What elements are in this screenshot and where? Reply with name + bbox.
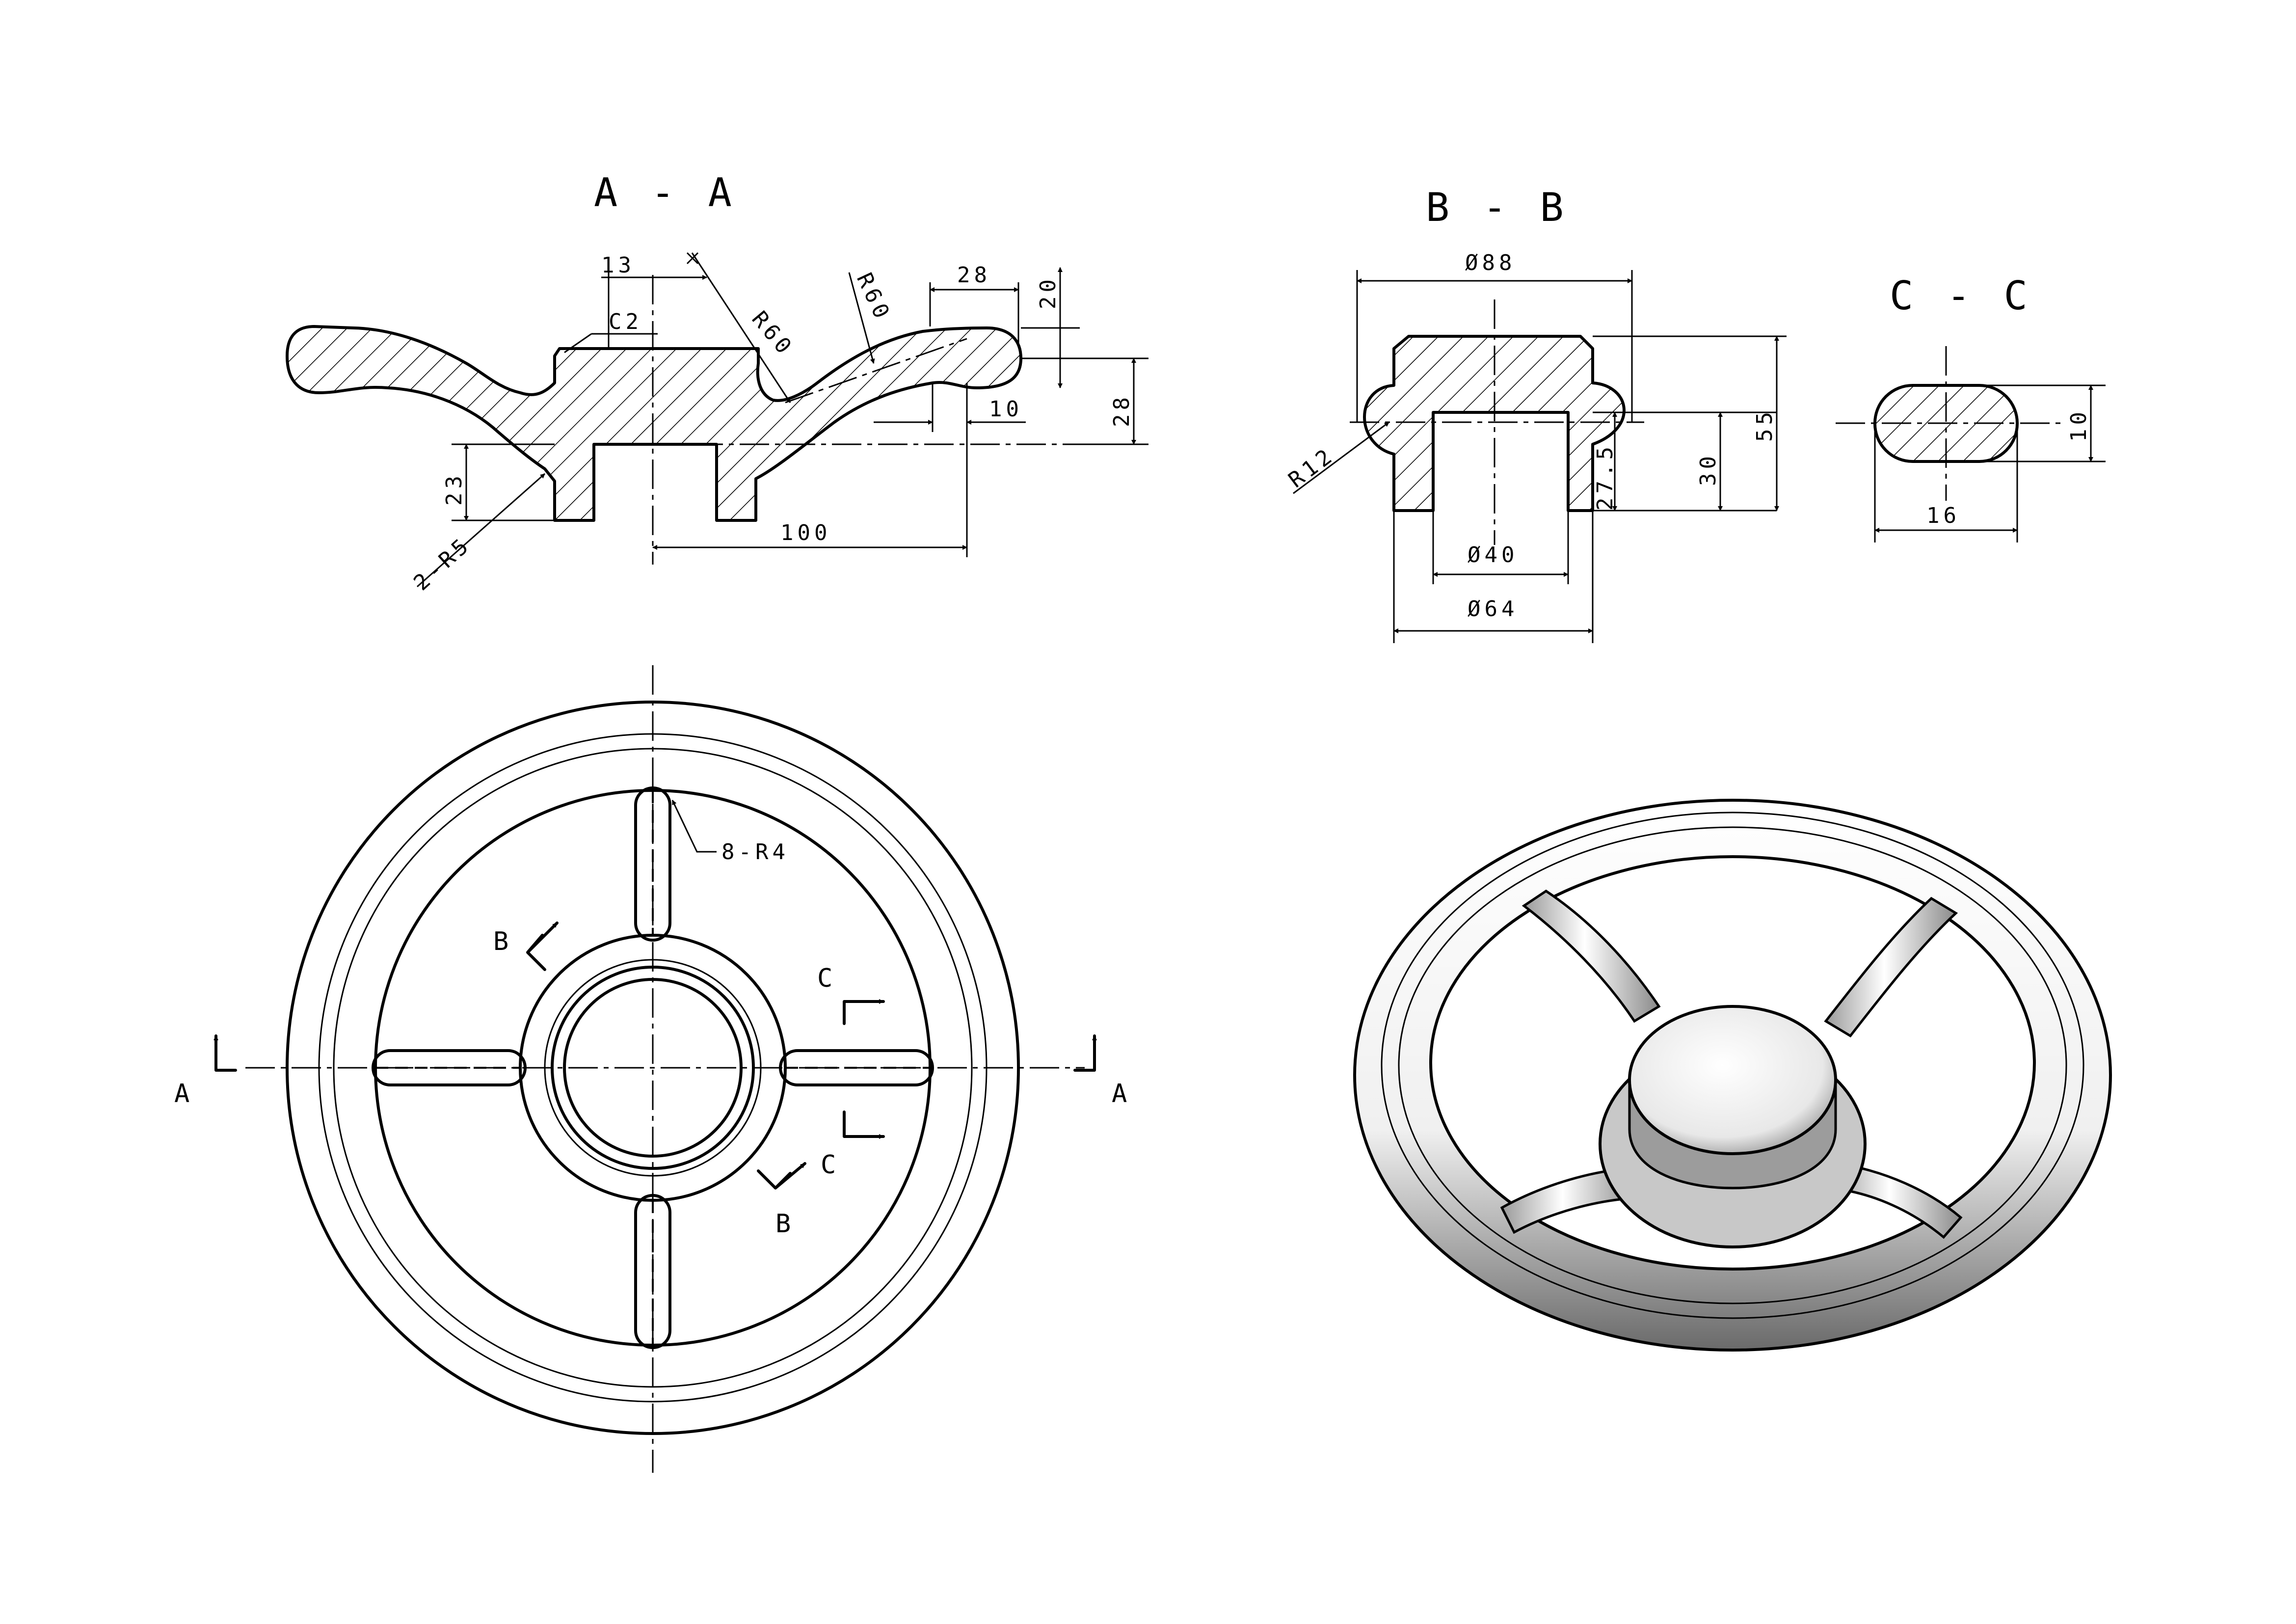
bb-dim-27-5: 27.5 xyxy=(1593,443,1618,511)
section-marker-b-top: B xyxy=(493,923,557,971)
iso-spokes xyxy=(1500,889,1963,1239)
iso-rim-line-1 xyxy=(1381,812,2084,1319)
iso-hub-top xyxy=(1628,1005,1837,1155)
section-view-cc: C - C 10 16 xyxy=(1836,273,2106,542)
section-cc-title: C - C xyxy=(1890,273,2032,319)
bb-section-profile xyxy=(1363,335,1626,512)
aa-dim-13: 13 xyxy=(601,253,635,278)
aa-dim-20: 20 xyxy=(1036,275,1061,309)
aa-dim-23: 23 xyxy=(442,472,467,506)
aa-dim-c2: C2 xyxy=(609,309,642,334)
aa-dim-28-h: 28 xyxy=(957,263,991,288)
svg-text:B: B xyxy=(493,927,508,956)
bb-dim-d88: Ø88 xyxy=(1465,250,1516,275)
aa-dim-2r5: 2-R5 xyxy=(409,532,476,595)
aa-rim-centerline xyxy=(785,338,967,404)
iso-spoke-front-right xyxy=(1829,1162,1963,1239)
aa-dim-100: 100 xyxy=(780,520,831,545)
section-marker-c-bottom: C xyxy=(821,1110,885,1180)
svg-text:B: B xyxy=(775,1209,791,1239)
iso-rim-line-2 xyxy=(1398,826,2067,1304)
bb-dim-55: 55 xyxy=(1752,408,1777,442)
bb-dim-30: 30 xyxy=(1696,452,1721,486)
spoke-top xyxy=(634,786,671,942)
section-bb-title: B - B xyxy=(1426,185,1569,230)
section-aa-title: A - A xyxy=(594,170,737,216)
isometric-view xyxy=(1353,799,2112,1352)
section-marker-a-right: A xyxy=(1073,1034,1127,1109)
bb-dim-r12: R12 xyxy=(1284,442,1339,493)
aa-dim-r60-b: R60 xyxy=(852,269,896,325)
section-view-aa: A - A 13 R60 R60 28 20 C2 10 xyxy=(286,170,1148,595)
cc-dim-16: 16 xyxy=(1926,503,1960,528)
aa-dim-10: 10 xyxy=(989,397,1023,422)
bb-dim-d40: Ø40 xyxy=(1468,542,1518,568)
iso-spoke-back-right xyxy=(1824,896,1958,1038)
section-marker-c-top: C xyxy=(817,964,885,1025)
front-view: 8-R4 A A B B C C xyxy=(174,665,1127,1473)
section-marker-a-left: A xyxy=(174,1034,237,1109)
iso-spoke-back-left xyxy=(1522,889,1661,1023)
cc-dim-10: 10 xyxy=(2066,408,2091,442)
front-dim-8r4: 8-R4 xyxy=(721,839,789,865)
svg-text:A: A xyxy=(1112,1079,1127,1109)
aa-dim-28-v: 28 xyxy=(1109,393,1134,427)
svg-text:C: C xyxy=(821,1150,836,1180)
svg-text:C: C xyxy=(817,964,832,993)
bb-dim-d64: Ø64 xyxy=(1468,596,1518,622)
aa-section-profile xyxy=(286,325,1022,522)
section-view-bb: B - B Ø88 R12 27.5 30 55 Ø40 xyxy=(1284,185,1787,643)
section-marker-b-bottom: B xyxy=(757,1164,805,1239)
svg-text:A: A xyxy=(174,1079,189,1109)
